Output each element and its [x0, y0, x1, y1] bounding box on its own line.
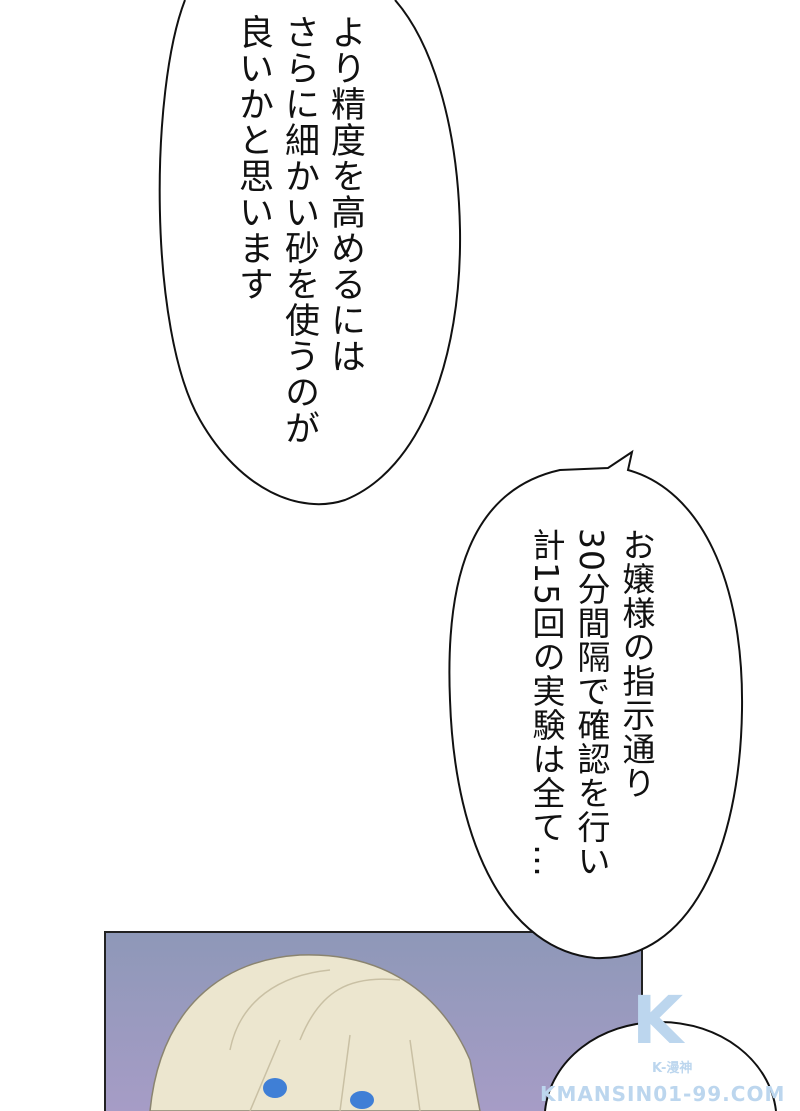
watermark-brand: K-漫神	[652, 1061, 693, 1076]
character-hair	[149, 954, 481, 1111]
panel	[104, 931, 643, 1111]
speech-bubble-2	[448, 449, 744, 960]
left-eye	[263, 1078, 287, 1098]
watermark-site: KMANSIN01-99.COM	[540, 1082, 786, 1106]
watermark-logo: K	[632, 982, 684, 1059]
speech-bubble-3	[544, 1020, 777, 1111]
speech-bubble-1	[158, 0, 462, 506]
right-eye	[350, 1091, 374, 1109]
bubble-2-text: お嬢様の指示通り 30分間隔で確認を行い 計15回の実験は全て…	[527, 528, 656, 878]
bubble-1-text: より精度を高めるには さらに細かい砂を使うのが 良いかと思います	[233, 14, 365, 446]
